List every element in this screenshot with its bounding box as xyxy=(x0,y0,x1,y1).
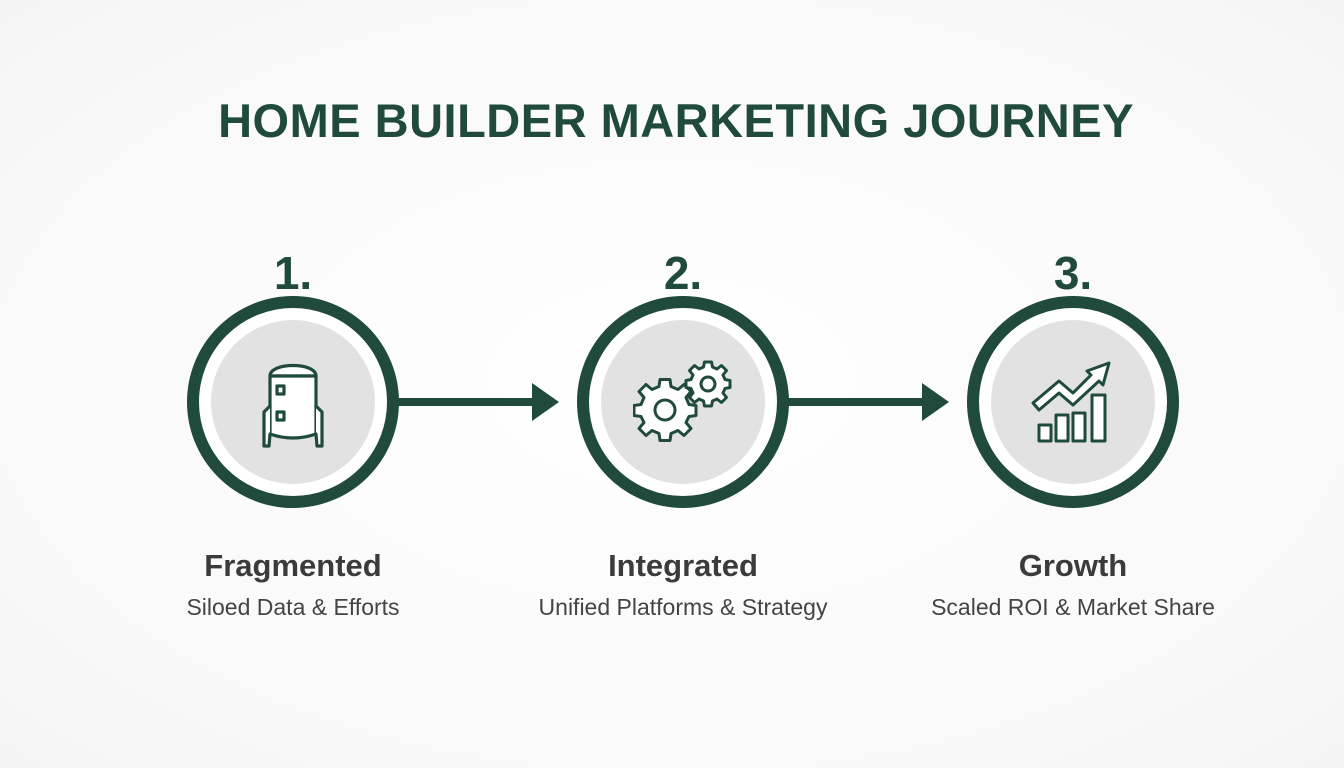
arrow-head xyxy=(532,383,559,421)
arrow-head xyxy=(922,383,949,421)
step-ring xyxy=(577,296,789,508)
step-ring xyxy=(967,296,1179,508)
step-label: Growth xyxy=(1018,548,1128,583)
page-title: HOME BUILDER MARKETING JOURNEY xyxy=(218,94,1134,147)
growth-chart-icon xyxy=(1031,359,1115,445)
step-fragmented: 1. xyxy=(113,0,473,768)
step-description: Unified Platforms & Strategy xyxy=(538,594,828,620)
step-integrated: 2. xyxy=(503,0,863,768)
arrow-right-icon xyxy=(788,383,950,421)
step-description: Siloed Data & Efforts xyxy=(186,594,400,620)
step-growth: 3. Growth Scaled ROI & Market Share xyxy=(893,0,1253,768)
step-description: Scaled ROI & Market Share xyxy=(931,594,1215,620)
icon-disc xyxy=(991,320,1155,484)
step-label: Integrated xyxy=(608,548,758,583)
silo-icon xyxy=(258,354,328,450)
step-number: 1. xyxy=(273,247,313,299)
icon-disc xyxy=(601,320,765,484)
step-ring xyxy=(187,296,399,508)
arrow-right-icon xyxy=(398,383,560,421)
icon-disc xyxy=(211,320,375,484)
step-number: 2. xyxy=(663,247,703,299)
step-number: 3. xyxy=(1053,247,1093,299)
arrow-shaft xyxy=(398,398,536,406)
arrow-shaft xyxy=(788,398,926,406)
gears-icon xyxy=(633,360,733,444)
step-label: Fragmented xyxy=(204,548,382,583)
